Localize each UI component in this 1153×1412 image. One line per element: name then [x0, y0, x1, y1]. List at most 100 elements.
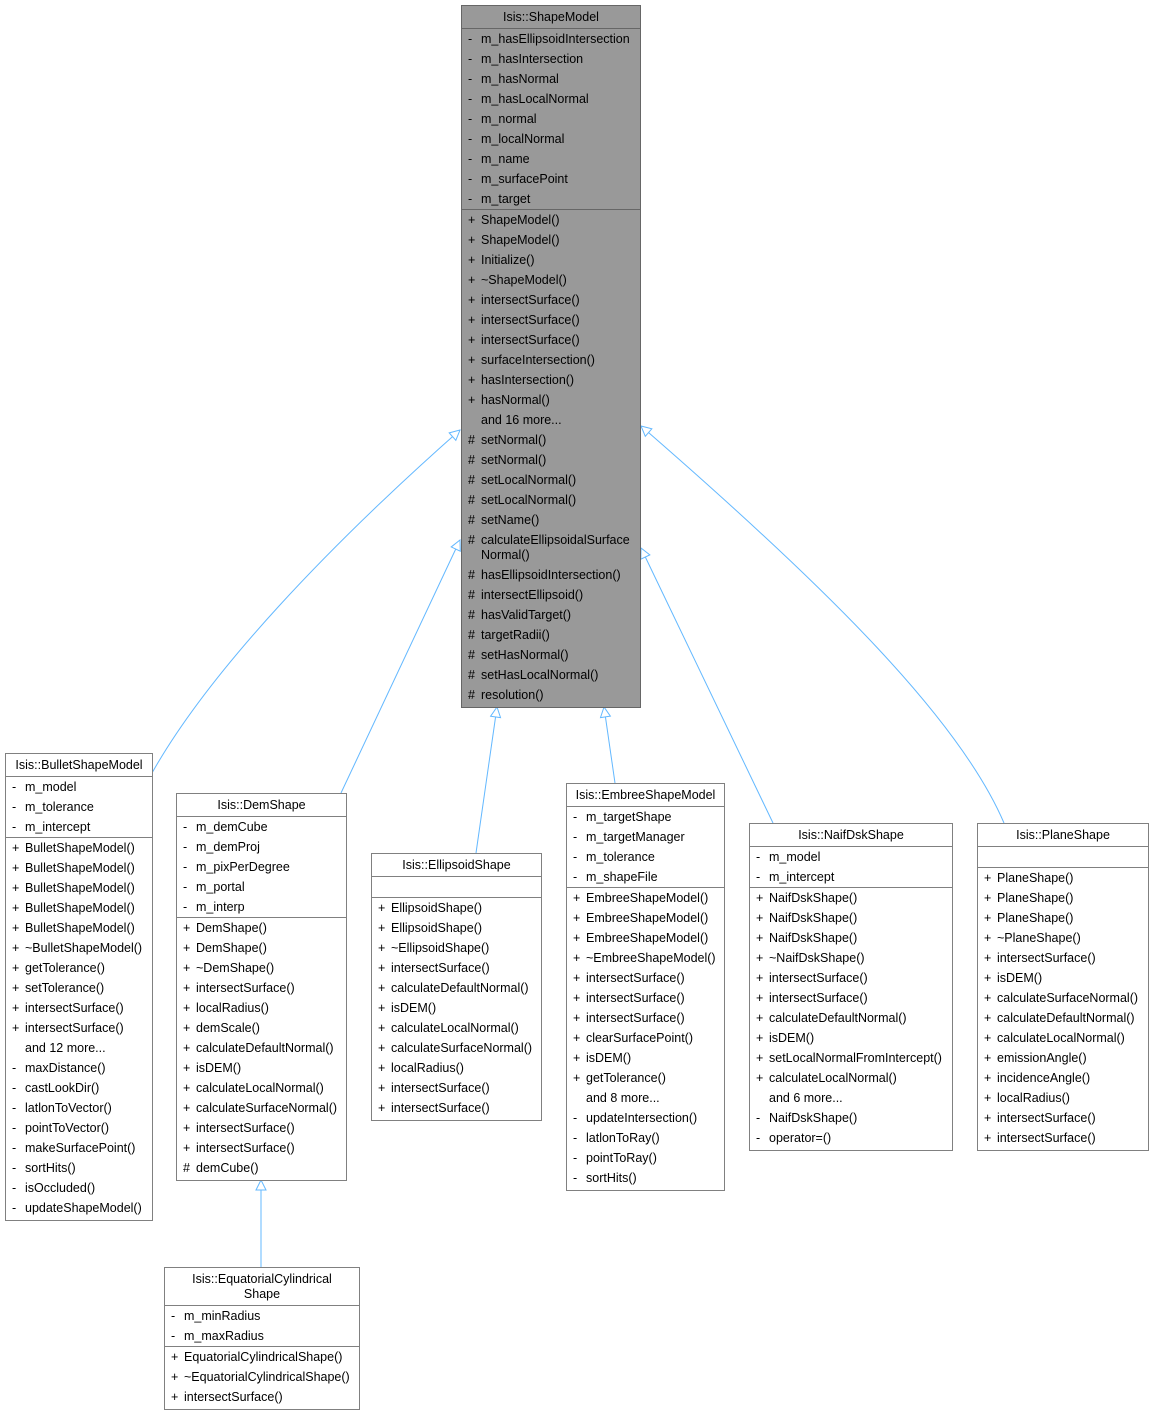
method-row[interactable]: +calculateDefaultNormal() [372, 978, 541, 998]
method-row[interactable]: +intersectSurface() [6, 1018, 152, 1038]
method-row[interactable]: #hasValidTarget() [462, 605, 640, 625]
method-row[interactable]: +calculateLocalNormal() [372, 1018, 541, 1038]
method-row[interactable]: +isDEM() [750, 1028, 952, 1048]
attribute-row[interactable]: -m_hasLocalNormal [462, 89, 640, 109]
method-row[interactable]: #setLocalNormal() [462, 470, 640, 490]
method-row[interactable]: +localRadius() [372, 1058, 541, 1078]
method-row[interactable]: #resolution() [462, 685, 640, 705]
attribute-row[interactable]: -m_model [750, 847, 952, 867]
method-row[interactable]: +~PlaneShape() [978, 928, 1148, 948]
method-row[interactable]: +intersectSurface() [177, 1118, 346, 1138]
method-row[interactable]: +calculateLocalNormal() [750, 1068, 952, 1088]
method-row[interactable]: #intersectEllipsoid() [462, 585, 640, 605]
method-row[interactable]: and 8 more... [567, 1088, 724, 1108]
class-box-equatorial-cylindrical-shape[interactable]: Isis::EquatorialCylindrical Shape-m_minR… [164, 1267, 360, 1410]
method-row[interactable]: #setNormal() [462, 450, 640, 470]
attribute-row[interactable]: -m_intercept [6, 817, 152, 837]
method-row[interactable]: -latlonToVector() [6, 1098, 152, 1118]
method-row[interactable]: -NaifDskShape() [750, 1108, 952, 1128]
method-row[interactable]: #hasEllipsoidIntersection() [462, 565, 640, 585]
class-box-plane-shape[interactable]: Isis::PlaneShape+PlaneShape()+PlaneShape… [977, 823, 1149, 1151]
class-name[interactable]: Isis::BulletShapeModel [6, 754, 152, 777]
method-row[interactable]: +intersectSurface() [462, 330, 640, 350]
method-row[interactable]: +~EmbreeShapeModel() [567, 948, 724, 968]
method-row[interactable]: +PlaneShape() [978, 888, 1148, 908]
class-box-naif-dsk-shape[interactable]: Isis::NaifDskShape-m_model-m_intercept+N… [749, 823, 953, 1151]
method-row[interactable]: -makeSurfacePoint() [6, 1138, 152, 1158]
method-row[interactable]: +PlaneShape() [978, 908, 1148, 928]
method-row[interactable]: -isOccluded() [6, 1178, 152, 1198]
method-row[interactable]: +NaifDskShape() [750, 928, 952, 948]
method-row[interactable]: +intersectSurface() [372, 1098, 541, 1118]
method-row[interactable]: #demCube() [177, 1158, 346, 1178]
class-box-embree-shape-model[interactable]: Isis::EmbreeShapeModel-m_targetShape-m_t… [566, 783, 725, 1191]
attribute-row[interactable]: -m_hasIntersection [462, 49, 640, 69]
class-box-bullet-shape-model[interactable]: Isis::BulletShapeModel-m_model-m_toleran… [5, 753, 153, 1221]
method-row[interactable]: #setName() [462, 510, 640, 530]
method-row[interactable]: +isDEM() [978, 968, 1148, 988]
class-name[interactable]: Isis::PlaneShape [978, 824, 1148, 847]
attribute-row[interactable]: -m_targetShape [567, 807, 724, 827]
class-name[interactable]: Isis::EmbreeShapeModel [567, 784, 724, 807]
method-row[interactable]: +DemShape() [177, 918, 346, 938]
attribute-row[interactable]: -m_intercept [750, 867, 952, 887]
method-row[interactable]: +calculateDefaultNormal() [978, 1008, 1148, 1028]
method-row[interactable]: +intersectSurface() [372, 1078, 541, 1098]
method-row[interactable]: -sortHits() [6, 1158, 152, 1178]
method-row[interactable]: +EllipsoidShape() [372, 918, 541, 938]
method-row[interactable]: +calculateDefaultNormal() [750, 1008, 952, 1028]
method-row[interactable]: +localRadius() [177, 998, 346, 1018]
method-row[interactable]: +intersectSurface() [567, 1008, 724, 1028]
method-row[interactable]: +calculateDefaultNormal() [177, 1038, 346, 1058]
method-row[interactable]: +hasNormal() [462, 390, 640, 410]
method-row[interactable]: +BulletShapeModel() [6, 898, 152, 918]
method-row[interactable]: -maxDistance() [6, 1058, 152, 1078]
attribute-row[interactable]: -m_tolerance [6, 797, 152, 817]
attribute-row[interactable]: -m_localNormal [462, 129, 640, 149]
attribute-row[interactable]: -m_pixPerDegree [177, 857, 346, 877]
method-row[interactable]: +setTolerance() [6, 978, 152, 998]
method-row[interactable]: +clearSurfacePoint() [567, 1028, 724, 1048]
method-row[interactable]: +demScale() [177, 1018, 346, 1038]
method-row[interactable]: -pointToVector() [6, 1118, 152, 1138]
method-row[interactable]: +BulletShapeModel() [6, 858, 152, 878]
method-row[interactable]: +ShapeModel() [462, 210, 640, 230]
method-row[interactable]: +calculateSurfaceNormal() [372, 1038, 541, 1058]
class-name[interactable]: Isis::EllipsoidShape [372, 854, 541, 877]
attribute-row[interactable]: -m_demCube [177, 817, 346, 837]
class-box-shape-model[interactable]: Isis::ShapeModel-m_hasEllipsoidIntersect… [461, 5, 641, 708]
method-row[interactable]: +intersectSurface() [978, 948, 1148, 968]
method-row[interactable]: #setHasLocalNormal() [462, 665, 640, 685]
method-row[interactable]: +intersectSurface() [978, 1108, 1148, 1128]
method-row[interactable]: #setHasNormal() [462, 645, 640, 665]
class-name[interactable]: Isis::NaifDskShape [750, 824, 952, 847]
method-row[interactable]: #calculateEllipsoidalSurface Normal() [462, 530, 640, 565]
method-row[interactable]: +isDEM() [372, 998, 541, 1018]
attribute-row[interactable]: -m_name [462, 149, 640, 169]
method-row[interactable]: +intersectSurface() [6, 998, 152, 1018]
method-row[interactable]: +emissionAngle() [978, 1048, 1148, 1068]
method-row[interactable]: +intersectSurface() [978, 1128, 1148, 1148]
method-row[interactable]: +~ShapeModel() [462, 270, 640, 290]
method-row[interactable]: +intersectSurface() [462, 290, 640, 310]
attribute-row[interactable]: -m_target [462, 189, 640, 209]
class-name[interactable]: Isis::ShapeModel [462, 6, 640, 29]
method-row[interactable]: #setLocalNormal() [462, 490, 640, 510]
method-row[interactable]: +EmbreeShapeModel() [567, 908, 724, 928]
method-row[interactable]: +intersectSurface() [177, 978, 346, 998]
method-row[interactable]: +calculateLocalNormal() [978, 1028, 1148, 1048]
method-row[interactable]: +intersectSurface() [177, 1138, 346, 1158]
method-row[interactable]: +intersectSurface() [462, 310, 640, 330]
method-row[interactable]: +~EquatorialCylindricalShape() [165, 1367, 359, 1387]
attribute-row[interactable]: -m_surfacePoint [462, 169, 640, 189]
attribute-row[interactable]: -m_demProj [177, 837, 346, 857]
attribute-row[interactable]: -m_normal [462, 109, 640, 129]
method-row[interactable]: +Initialize() [462, 250, 640, 270]
method-row[interactable]: +EquatorialCylindricalShape() [165, 1347, 359, 1367]
method-row[interactable]: +EllipsoidShape() [372, 898, 541, 918]
method-row[interactable]: +intersectSurface() [372, 958, 541, 978]
attribute-row[interactable]: -m_maxRadius [165, 1326, 359, 1346]
method-row[interactable]: +calculateSurfaceNormal() [978, 988, 1148, 1008]
method-row[interactable]: +setLocalNormalFromIntercept() [750, 1048, 952, 1068]
method-row[interactable]: +NaifDskShape() [750, 908, 952, 928]
